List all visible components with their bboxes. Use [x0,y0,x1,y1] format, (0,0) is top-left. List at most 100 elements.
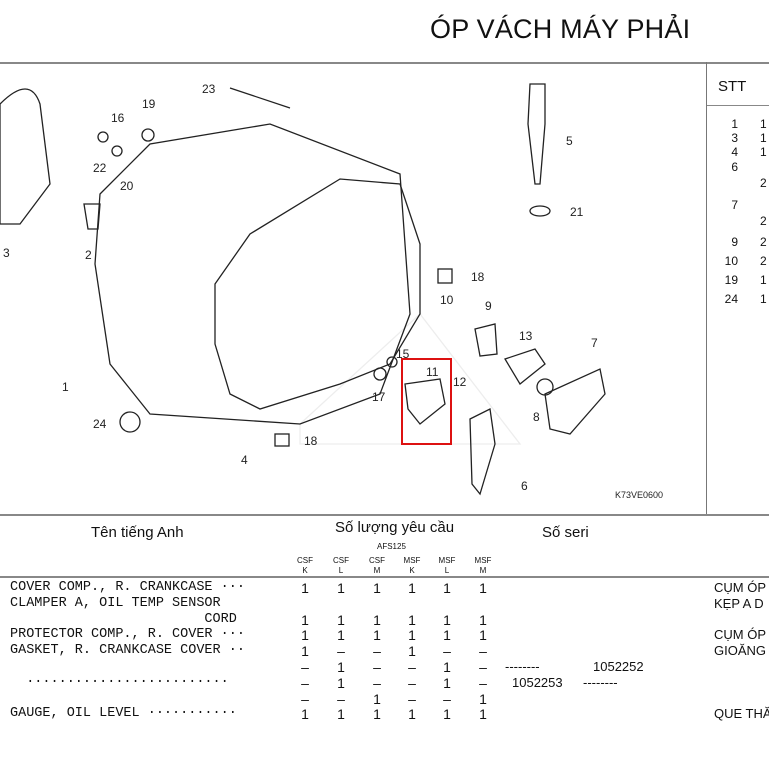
gasket [214,178,421,410]
column-header: K [302,566,308,575]
serial-to: 1052252 [593,659,644,674]
quantity: – [479,643,487,659]
divider [0,62,769,64]
quantity: 1 [301,706,309,722]
part-name: ························· [10,675,229,690]
crankcase-cover [94,123,411,425]
quantity: 1 [373,612,381,628]
callout-label: 23 [202,82,216,96]
quantity: 1 [408,627,416,643]
stt-qty: 1 [760,131,767,145]
vietnamese-name: QUE THĂ [714,706,769,721]
highlight-box [401,358,452,445]
stt-qty: 1 [760,117,767,131]
quantity: – [443,643,451,659]
callout-label: 18 [471,270,485,284]
column-header: K [409,566,415,575]
column-header: M [479,566,487,575]
quantity: 1 [479,691,487,707]
stt-qty: 2 [760,214,767,228]
part-name: GASKET, R. CRANKCASE COVER ·· [10,643,245,658]
part-name: CLAMPER A, OIL TEMP SENSOR [10,596,221,611]
part-name: PROTECTOR COMP., R. COVER ··· [10,627,245,642]
column-header: CSF [369,556,385,565]
quantity: 1 [337,580,345,596]
serial-to: -------- [583,675,618,690]
column-header: L [444,566,450,575]
column-header: MSF [438,556,456,565]
callout-label: 22 [93,161,107,175]
callout-label: 6 [521,479,528,493]
quantity: 1 [408,643,416,659]
quantity: – [443,691,451,707]
stt-number: 9 [731,235,738,249]
vietnamese-name: KẸP A D [714,596,764,611]
quantity: – [373,643,381,659]
stt-number: 19 [724,273,738,287]
quantity: 1 [443,627,451,643]
column-header: MSF [474,556,492,565]
quantity: – [301,659,309,675]
serial-from: 1052253 [512,675,563,690]
divider [706,62,707,514]
divider [0,514,769,516]
stt-number: 1 [731,117,738,131]
quantity: – [337,691,345,707]
callout-label: 5 [566,134,573,148]
quantity: 1 [443,706,451,722]
header-quantity: Số lượng yêu cầu [335,519,455,536]
callout-label: 11 [426,365,439,379]
callout-label: 24 [93,417,107,431]
quantity: – [479,659,487,675]
quantity: 1 [301,580,309,596]
quantity: – [337,643,345,659]
column-header: CSF [333,556,349,565]
divider [0,576,769,578]
quantity: 1 [373,706,381,722]
callout-label: 19 [142,97,156,111]
page-title: ÓP VÁCH MÁY PHẢI [430,14,691,44]
column-header: L [338,566,344,575]
side-cover [0,88,51,225]
quantity: 1 [408,706,416,722]
quantity: 1 [337,675,345,691]
quantity: 1 [408,580,416,596]
part-name: COVER COMP., R. CRANKCASE ··· [10,580,245,595]
callout-label: 20 [120,179,134,193]
quantity: – [301,691,309,707]
stt-header: STT [718,78,747,95]
header-serial: Số seri [542,524,589,541]
oil-gauge [527,83,546,185]
quantity: 1 [443,580,451,596]
stt-qty: 2 [760,254,767,268]
callout-label: 8 [533,410,540,424]
stt-number: 10 [724,254,738,268]
quantity: 1 [337,659,345,675]
parts-diagram: 23 16 19 22 20 2 3 5 21 18 10 9 13 15 11… [0,82,663,500]
serial-from: -------- [505,659,540,674]
part-name: GAUGE, OIL LEVEL ··········· [10,706,237,721]
quantity: – [408,675,416,691]
callout-label: 4 [241,453,248,467]
vietnamese-name: CỤM ÓP [714,580,766,595]
callout-label: 10 [440,293,454,307]
callout-label: 16 [111,111,125,125]
stt-qty: 1 [760,273,767,287]
column-header: CSF [297,556,313,565]
quantity: – [301,675,309,691]
quantity: 1 [443,675,451,691]
model-label: AFS125 [377,542,406,551]
callout-label: 3 [3,246,10,260]
divider [707,105,769,106]
vietnamese-name: CỤM ÓP [714,627,766,642]
quantity: – [373,675,381,691]
honda-watermark [299,313,522,445]
diagram-code: K73VE0600 [615,490,663,500]
callout-label: 15 [396,347,410,361]
callout-label: 7 [591,336,598,350]
quantity: 1 [373,627,381,643]
quantity: 1 [373,691,381,707]
quantity: 1 [337,706,345,722]
callout-label: 9 [485,299,492,313]
stt-qty: 1 [760,145,767,159]
